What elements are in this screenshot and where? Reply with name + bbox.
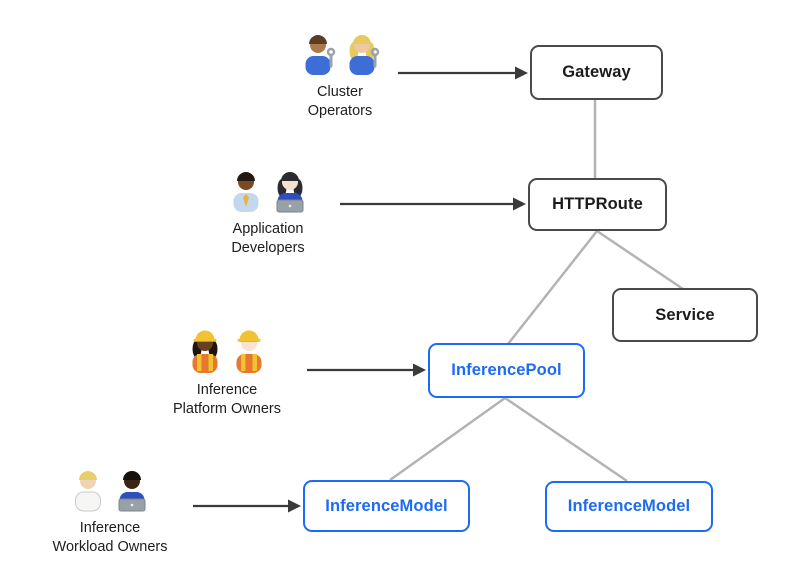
arrowhead-inference-platform-owners-to-inferencepool [413,363,426,377]
actor-label-application-developers: Application Developers [231,220,304,258]
arrowhead-application-developers-to-httproute [513,197,526,211]
actor-label-line: Inference [79,520,141,536]
man-mechanic-woman-mechanic-icon [305,35,380,75]
node-httproute: HTTPRoute [528,178,667,231]
actor-label-cluster-operators: Cluster Operators [308,83,372,121]
actor-label-line: Operators [307,103,373,120]
node-gateway: Gateway [530,45,663,100]
arrowhead-cluster-operators-to-gateway [515,66,528,80]
node-inferencemodel-left: InferenceModel [303,480,470,532]
connector-httproute-to-inferencepool [507,230,598,345]
actor-inference-workload-owners: Inference Workload Owners [35,466,185,557]
node-service: Service [612,288,758,342]
actor-label-line: Developers [231,240,305,257]
health-worker-man-technologist-icon [75,471,146,512]
actor-label-line: Application [232,221,304,237]
actor-label-line: Platform Owners [173,401,281,418]
actor-cluster-operators: Cluster Operators [265,30,415,121]
construction-workers-icon [192,330,262,373]
actor-label-inference-platform-owners: Inference Platform Owners [173,381,281,419]
node-inferencemodel-right: InferenceModel [545,481,713,532]
actor-label-line: Workload Owners [52,539,168,556]
connector-inferencepool-to-inferencemodel-left [389,396,506,482]
man-office-worker-woman-technologist-icon [233,172,304,213]
actor-label-line: Cluster [317,84,363,100]
arrowhead-inference-workload-owners-to-inferencemodel [288,499,301,513]
actor-application-developers: Application Developers [193,167,343,258]
actor-label-inference-workload-owners: Inference Workload Owners [53,519,168,557]
connector-inferencepool-to-inferencemodel-right [504,396,628,483]
connector-httproute-to-service [596,229,684,291]
actor-inference-platform-owners: Inference Platform Owners [152,328,302,419]
actor-label-line: Inference [196,382,258,398]
node-inferencepool: InferencePool [428,343,585,398]
